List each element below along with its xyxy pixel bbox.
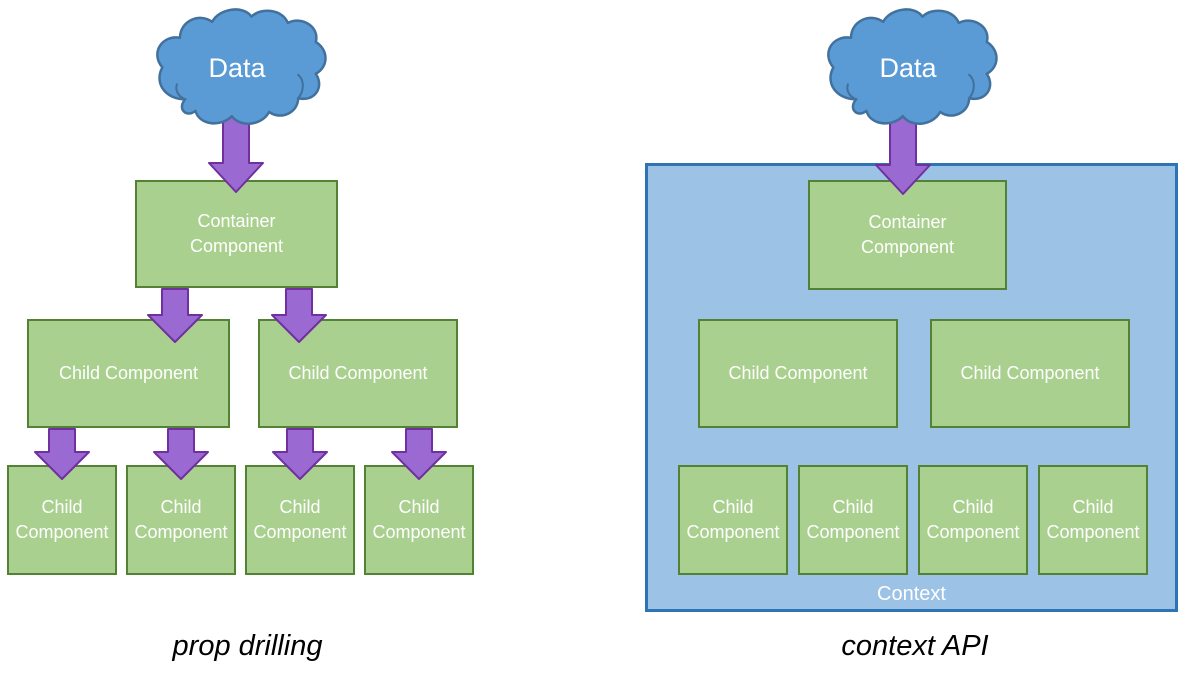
child-component-box: Child Component bbox=[245, 465, 355, 575]
container-component-label: Container Component bbox=[860, 211, 955, 257]
cloud-data-label: Data bbox=[208, 53, 266, 83]
container-component-box: Container Component bbox=[135, 180, 338, 288]
child-component-box: Child Component bbox=[258, 319, 458, 428]
child-component-box: Child Component bbox=[1038, 465, 1148, 575]
child-component-label: Child Component bbox=[1046, 496, 1140, 542]
child-component-box: Child Component bbox=[364, 465, 474, 575]
child-component-box: Child Component bbox=[930, 319, 1130, 428]
child-component-label: Child Component bbox=[253, 496, 347, 542]
child-component-box: Child Component bbox=[798, 465, 908, 575]
child-component-label: Child Component bbox=[728, 362, 868, 383]
child-component-label: Child Component bbox=[58, 362, 199, 383]
prop-drilling-caption: prop drilling bbox=[172, 630, 323, 662]
cloud-data-label: Data bbox=[879, 53, 937, 83]
context-api-caption: context API bbox=[841, 630, 989, 662]
child-component-box: Child Component bbox=[27, 319, 230, 428]
data-flow-arrow-icon bbox=[153, 428, 209, 480]
child-component-box: Child Component bbox=[126, 465, 236, 575]
data-flow-arrow-icon bbox=[271, 288, 327, 343]
container-component-box: Container Component bbox=[808, 180, 1007, 290]
container-component-label: Container Component bbox=[189, 210, 284, 256]
child-component-label: Child Component bbox=[372, 496, 466, 542]
data-flow-arrow-icon bbox=[272, 428, 328, 480]
child-component-label: Child Component bbox=[960, 362, 1100, 383]
child-component-label: Child Component bbox=[926, 496, 1020, 542]
data-cloud-icon bbox=[827, 8, 998, 125]
child-component-label: Child Component bbox=[806, 496, 900, 542]
context-label: Context bbox=[877, 583, 946, 605]
data-flow-arrow-icon bbox=[147, 288, 203, 343]
data-cloud-icon bbox=[156, 8, 327, 125]
data-flow-arrow-icon bbox=[34, 428, 90, 480]
child-component-box: Child Component bbox=[7, 465, 117, 575]
child-component-label: Child Component bbox=[288, 362, 428, 383]
child-component-label: Child Component bbox=[15, 496, 109, 542]
child-component-box: Child Component bbox=[918, 465, 1028, 575]
child-component-label: Child Component bbox=[134, 496, 228, 542]
child-component-box: Child Component bbox=[678, 465, 788, 575]
child-component-label: Child Component bbox=[686, 496, 780, 542]
data-flow-arrow-icon bbox=[391, 428, 447, 480]
child-component-box: Child Component bbox=[698, 319, 898, 428]
